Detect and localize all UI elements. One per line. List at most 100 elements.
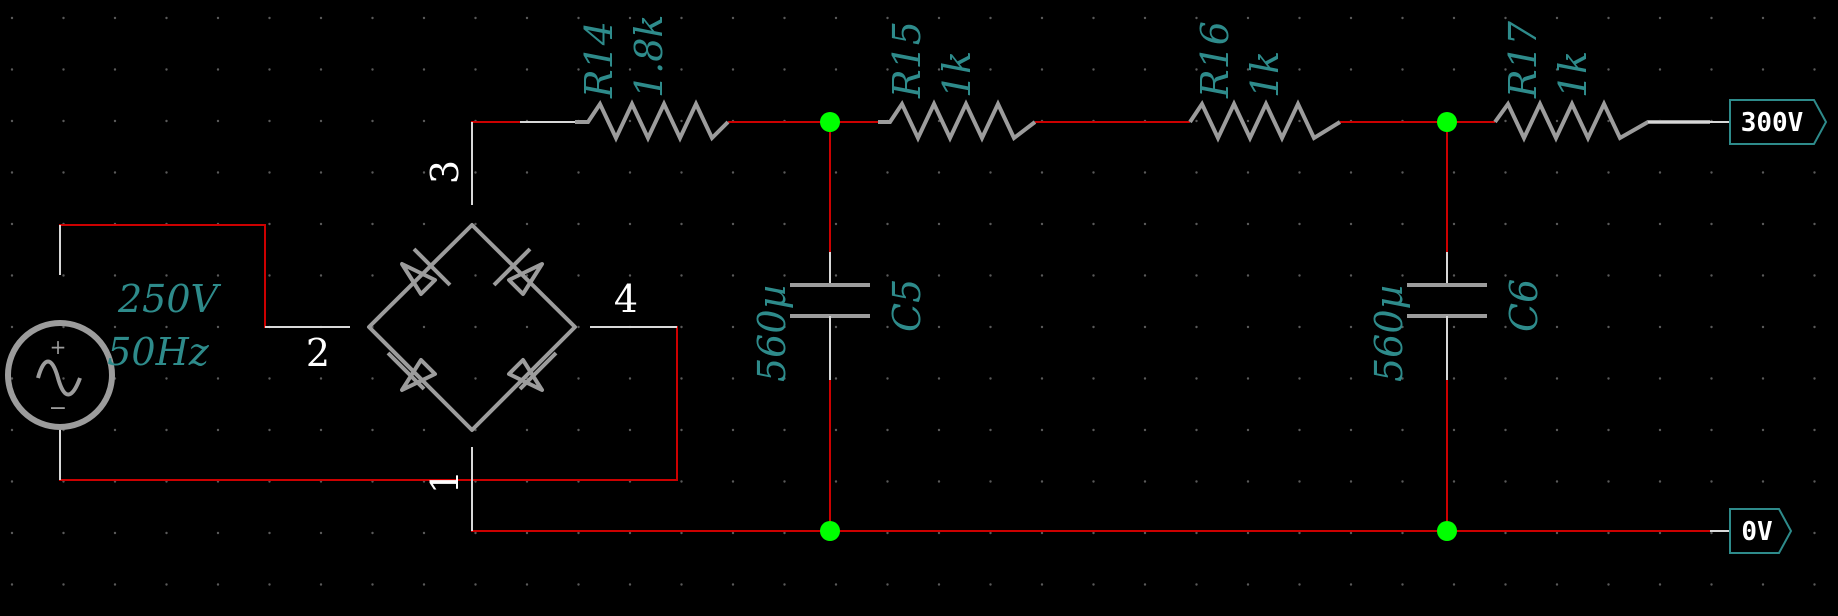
grid-dot <box>1504 68 1507 71</box>
grid-dot <box>1349 480 1353 483</box>
grid-dot <box>1710 480 1713 483</box>
grid-dot <box>1452 377 1456 380</box>
bridge-outline <box>367 223 577 432</box>
resistor-r16[interactable] <box>1188 99 1342 143</box>
bridge-pin-3: 3 <box>423 160 467 184</box>
grid-dot <box>1710 531 1713 535</box>
grid-dot <box>731 583 735 586</box>
ac-source[interactable]: + − <box>5 320 115 430</box>
grid-dot <box>577 68 580 71</box>
grid-dot <box>62 119 65 123</box>
grid-dot <box>1504 480 1507 483</box>
grid-dot <box>680 68 683 71</box>
grid-dot <box>62 68 65 71</box>
grid-dot <box>1143 274 1147 277</box>
grid-dot <box>1195 119 1198 123</box>
grid-dot <box>10 480 14 483</box>
grid-dot <box>937 68 941 71</box>
grid-dot <box>165 325 168 329</box>
grid-dot <box>783 68 786 71</box>
grid-dot <box>577 274 580 277</box>
grid-dot <box>1143 377 1147 380</box>
grid-dot <box>1710 377 1713 380</box>
grid-dot <box>1504 531 1507 535</box>
grid-dot <box>783 428 786 432</box>
grid-dot <box>1761 68 1765 71</box>
grid-dot <box>577 325 580 329</box>
grid-dot <box>1761 325 1765 329</box>
grid-dot <box>216 583 220 586</box>
grid-dot <box>1658 377 1662 380</box>
grid-dot <box>113 119 117 123</box>
net-label-0v-text: 0V <box>1741 517 1772 547</box>
grid-dot <box>216 68 220 71</box>
grid-dot <box>268 377 271 380</box>
grid-dot <box>474 222 477 226</box>
grid-dot <box>1658 68 1662 71</box>
grid-dot <box>1710 171 1713 174</box>
grid-dot <box>1607 428 1610 432</box>
grid-dot <box>62 377 65 380</box>
grid-dot <box>268 274 271 277</box>
grid-dot <box>371 531 374 535</box>
grid-dot <box>1761 16 1765 20</box>
grid-dot <box>1195 531 1198 535</box>
capacitor-c5[interactable] <box>790 252 870 380</box>
grid-dot <box>577 16 580 20</box>
grid-dot <box>1246 428 1250 432</box>
bridge-rectifier[interactable] <box>367 223 577 432</box>
grid-dot <box>731 16 735 20</box>
grid-dot <box>628 119 632 123</box>
net-label-300v-text: 300V <box>1741 108 1804 138</box>
grid-dot <box>1143 531 1147 535</box>
grid-dot <box>1555 480 1559 483</box>
grid-dot <box>1143 583 1147 586</box>
grid-dot <box>1092 222 1095 226</box>
grid-dot <box>113 325 117 329</box>
net-label-0v[interactable]: 0V <box>1729 508 1793 554</box>
grid-dot <box>783 171 786 174</box>
resistor-r17[interactable] <box>1493 99 1710 143</box>
grid-dot <box>680 377 683 380</box>
grid-dot <box>1349 274 1353 277</box>
capacitor-c6[interactable] <box>1407 252 1487 380</box>
c5-value: 560µ <box>750 285 794 382</box>
r16-ref: R16 <box>1193 21 1237 99</box>
grid-dot <box>1607 377 1610 380</box>
resistor-r15[interactable] <box>878 99 1037 143</box>
grid-dot <box>989 428 992 432</box>
grid-dot <box>1710 325 1713 329</box>
pin-stubs <box>59 121 1730 532</box>
grid-dot <box>165 16 168 20</box>
grid-dot <box>680 16 683 20</box>
grid-dot <box>1710 583 1713 586</box>
grid-dot <box>989 16 992 20</box>
grid-dot <box>989 222 992 226</box>
resistor-r14[interactable] <box>575 99 730 143</box>
grid-dot <box>1452 171 1456 174</box>
grid-dot <box>628 428 632 432</box>
grid-dot <box>1658 274 1662 277</box>
grid-dot <box>783 222 786 226</box>
grid-dot <box>1349 531 1353 535</box>
grid-dot <box>937 428 941 432</box>
grid-dot <box>319 222 323 226</box>
grid-dot <box>1555 428 1559 432</box>
junctions <box>820 112 1457 541</box>
net-label-300v[interactable]: 300V <box>1729 99 1828 145</box>
grid-dot <box>371 428 374 432</box>
grid-dot <box>1349 325 1353 329</box>
grid-dot <box>937 16 941 20</box>
grid-dot <box>1504 325 1507 329</box>
grid-dot <box>1555 222 1559 226</box>
junction-dot <box>1437 112 1457 132</box>
grid-dot <box>1452 274 1456 277</box>
grid-dot <box>731 222 735 226</box>
grid-dot <box>216 119 220 123</box>
grid-dot <box>1246 222 1250 226</box>
grid-dot <box>783 377 786 380</box>
grid-dot <box>1555 68 1559 71</box>
grid-dot <box>422 68 426 71</box>
grid-dot <box>628 222 632 226</box>
grid-dot <box>165 428 168 432</box>
